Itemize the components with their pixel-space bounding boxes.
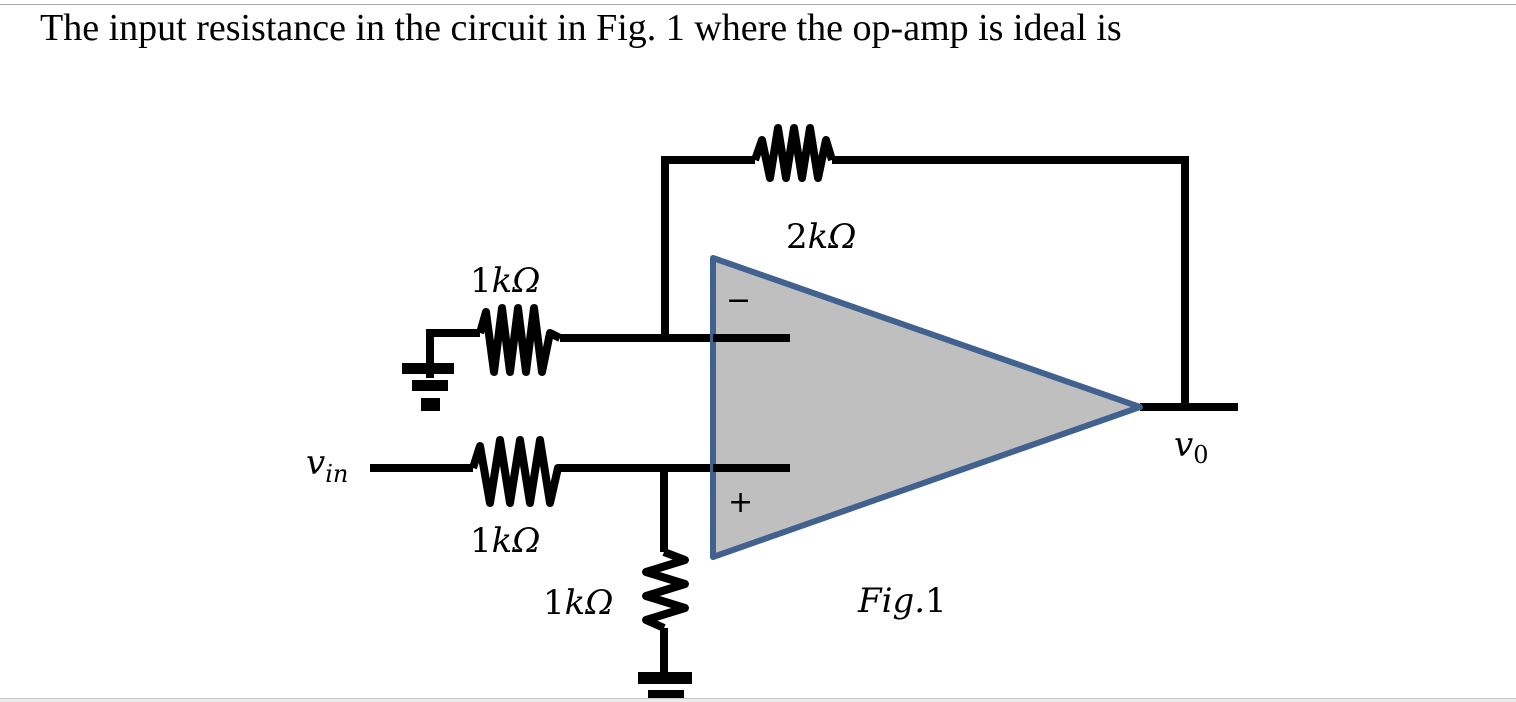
- noninverting-sign: +: [728, 485, 753, 520]
- shunt-resistor-value: 1: [543, 583, 565, 623]
- input-resistor-zigzag: [469, 436, 565, 507]
- shunt-resistor-zigzag: [642, 548, 689, 632]
- vout-symbol: v: [1174, 425, 1193, 465]
- feedback-resistor-value: 2: [786, 217, 808, 257]
- shunt-resistor-unit: kΩ: [565, 583, 614, 623]
- ground-symbol-inverting: [402, 363, 454, 411]
- vin-subscript: in: [325, 460, 348, 488]
- inverting-resistor-zigzag: [476, 304, 562, 376]
- opamp-triangle: [710, 255, 1143, 560]
- figure-caption: Fig.1: [857, 581, 947, 621]
- vout-label: v0: [1174, 425, 1209, 469]
- question-text: The input resistance in the circuit in F…: [40, 7, 1122, 49]
- feedback-resistor-label: 2kΩ: [786, 217, 856, 257]
- input-resistor-value: 1: [470, 521, 492, 561]
- input-resistor-unit: kΩ: [492, 521, 541, 561]
- vin-label: vin: [306, 443, 348, 488]
- vout-subscript: 0: [1193, 441, 1208, 469]
- shunt-resistor-label: 1kΩ: [543, 583, 613, 623]
- vin-symbol: v: [306, 443, 325, 483]
- input-resistor-label: 1kΩ: [470, 521, 540, 561]
- inverting-resistor-label: 1kΩ: [470, 261, 540, 301]
- feedback-resistor-zigzag: [751, 124, 836, 182]
- feedback-resistor-unit: kΩ: [808, 217, 857, 257]
- figure-caption-number: 1: [925, 581, 947, 621]
- bottom-divider: [0, 698, 1516, 702]
- inverting-resistor-value: 1: [470, 261, 492, 301]
- inverting-resistor-unit: kΩ: [492, 261, 541, 301]
- feedback-wire-left: [661, 156, 755, 339]
- inverting-sign: −: [726, 283, 751, 318]
- feedback-wire-right: [832, 156, 1189, 407]
- top-divider: [0, 4, 1516, 5]
- figure-caption-label: Fig.: [857, 581, 925, 621]
